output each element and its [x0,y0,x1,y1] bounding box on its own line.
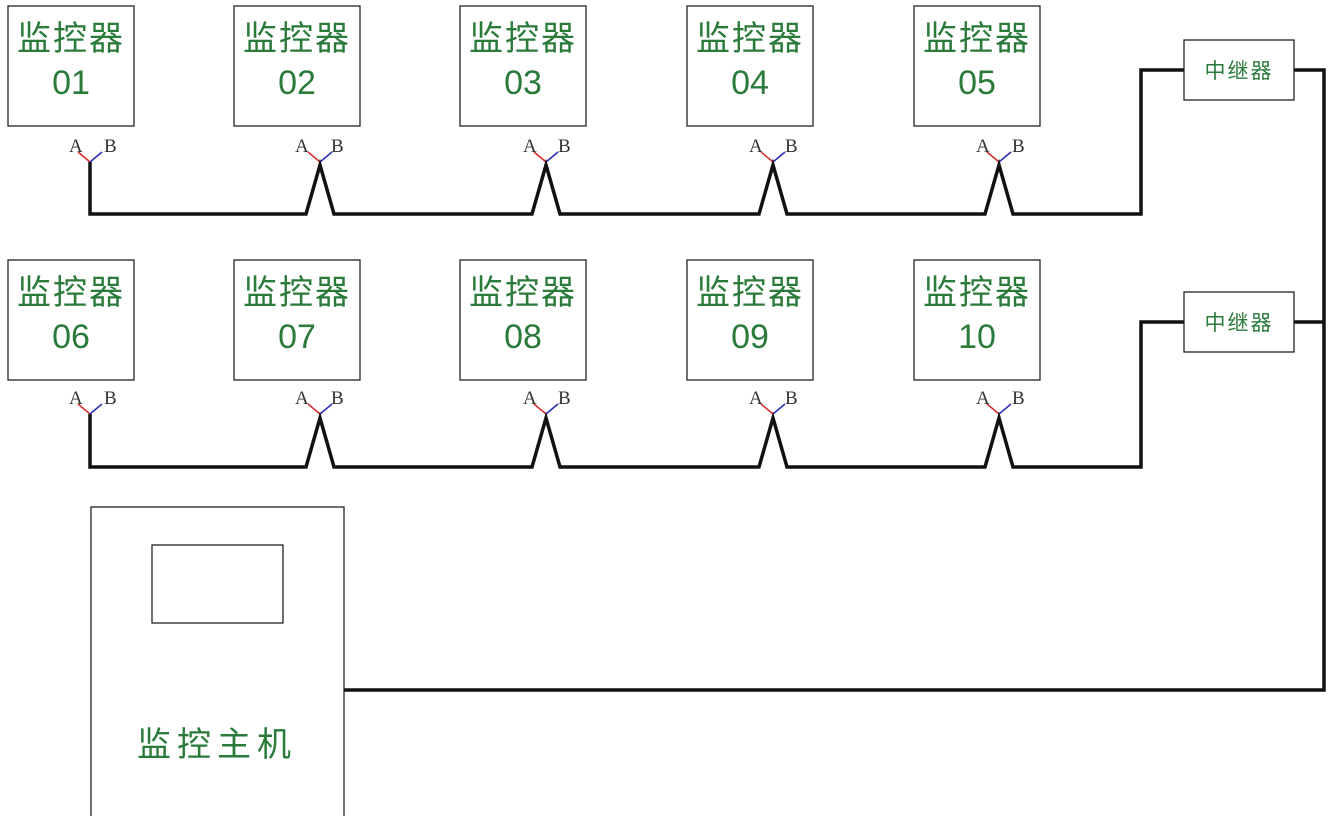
pin-a-label: A [749,388,763,409]
monitor-10: 监控器 10 [913,259,1041,381]
pin-b-wire [89,403,103,415]
pin-a-wire [307,151,321,163]
pin-b-label: B [558,136,571,157]
pin-b-label: B [785,388,798,409]
pin-b-wire [998,403,1012,415]
pin-a-wire [77,151,91,163]
pin-b-wire [545,403,559,415]
pin-stubs [77,151,1012,415]
pin-a-label: A [976,136,990,157]
pin-b-wire [772,151,786,163]
monitor-number: 04 [731,64,769,102]
pin-b-wire [89,151,103,163]
pin-a-wire [760,403,774,415]
pin-b-label: B [331,388,344,409]
pin-b-label: B [104,388,117,409]
pin-b-wire [319,403,333,415]
monitor-02: 监控器 02 [233,5,361,127]
monitor-number: 01 [52,64,90,102]
pin-a-wire [533,403,547,415]
bus-line-row1 [88,68,1184,216]
repeater-label: 中继器 [1205,311,1274,335]
monitor-title: 监控器 [17,273,125,313]
pin-a-wire [307,403,321,415]
monitor-title: 监控器 [696,273,804,313]
pin-b-label: B [1012,136,1025,157]
host-label: 监控主机 [137,725,297,765]
pin-a-label: A [523,136,537,157]
monitor-04: 监控器 04 [686,5,814,127]
pin-b-label: B [104,136,117,157]
pin-a-wire [986,151,1000,163]
monitor-number: 03 [504,64,542,102]
pin-a-label: A [295,388,309,409]
monitor-03: 监控器 03 [459,5,587,127]
monitor-title: 监控器 [696,19,804,59]
pin-b-wire [545,151,559,163]
repeater-2: 中继器 [1183,291,1295,353]
monitor-05: 监控器 05 [913,5,1041,127]
pin-a-label: A [976,388,990,409]
monitor-title: 监控器 [243,19,351,59]
monitor-08: 监控器 08 [459,259,587,381]
repeater-1: 中继器 [1183,39,1295,101]
monitor-title: 监控器 [243,273,351,313]
monitor-09: 监控器 09 [686,259,814,381]
pin-b-label: B [785,136,798,157]
pin-a-label: A [69,388,83,409]
repeater-label: 中继器 [1205,59,1274,83]
pin-a-label: A [523,388,537,409]
monitor-number: 09 [731,318,769,356]
pin-a-label: A [749,136,763,157]
pin-a-label: A [295,136,309,157]
pin-a-label: A [69,136,83,157]
monitor-title: 监控器 [923,273,1031,313]
monitor-01: 监控器 01 [7,5,135,127]
pin-a-wire [533,151,547,163]
monitor-number: 02 [278,64,316,102]
monitor-06: 监控器 06 [7,259,135,381]
host-display-screen [151,544,284,624]
monitor-number: 05 [958,64,996,102]
monitor-07: 监控器 07 [233,259,361,381]
pin-a-wire [986,403,1000,415]
monitor-number: 10 [958,318,996,356]
trunk-line [344,68,1326,692]
monitor-number: 06 [52,318,90,356]
pin-a-wire [77,403,91,415]
monitor-number: 07 [278,318,316,356]
pin-b-label: B [1012,388,1025,409]
pin-b-label: B [558,388,571,409]
monitor-title: 监控器 [469,273,577,313]
pin-b-wire [319,151,333,163]
monitor-number: 08 [504,318,542,356]
pin-labels: A B A B A B A B A B A B A B A B A B A B [69,136,1025,409]
monitor-title: 监控器 [469,19,577,59]
pin-b-wire [998,151,1012,163]
monitor-title: 监控器 [17,19,125,59]
pin-b-label: B [331,136,344,157]
monitoring-host: 监控主机 [90,506,345,816]
monitor-title: 监控器 [923,19,1031,59]
bus-line-row2 [88,320,1184,469]
pin-b-wire [772,403,786,415]
pin-a-wire [760,151,774,163]
